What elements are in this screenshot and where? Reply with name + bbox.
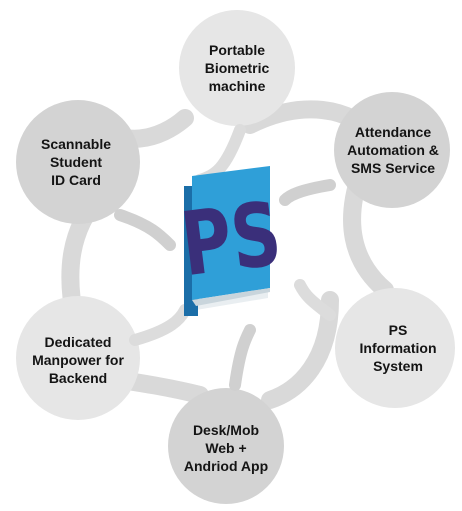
node-6-line-1: Scannable (40, 136, 112, 152)
book-logo-text: PS (176, 182, 287, 296)
node-5-line-1: Dedicated (44, 334, 112, 350)
node-circle-1 (179, 10, 295, 126)
book-logo: PS (176, 166, 287, 316)
node-4-line-1: Desk/Mob (192, 422, 260, 438)
swirl-tail-2 (279, 179, 336, 206)
node-1-line-3: machine (208, 78, 266, 94)
swirl-tail-5 (129, 304, 191, 346)
node-3-line-3: System (373, 358, 423, 374)
node-label-portable-biometric: Portable Biometric machine (177, 41, 297, 95)
swirl-tail-4 (229, 324, 256, 391)
node-6-line-2: Student (49, 154, 103, 170)
node-circle-5 (16, 296, 140, 420)
node-3-line-1: PS (388, 322, 408, 338)
swirl-tails (114, 124, 336, 391)
node-label-scannable-id-card: Scannable Student ID Card (16, 135, 136, 189)
node-1-line-1: Portable (208, 42, 265, 58)
swirl-tail-6 (114, 209, 176, 251)
node-circle-2 (334, 92, 450, 208)
node-2-line-3: SMS Service (350, 160, 436, 176)
node-circle-3 (335, 288, 455, 408)
node-circle-6 (16, 100, 140, 224)
node-label-dedicated-manpower: Dedicated Manpower for Backend (18, 333, 138, 387)
node-2-line-1: Attendance (354, 124, 432, 140)
node-2-line-2: Automation & (347, 142, 439, 158)
swirl-tail-3 (294, 279, 336, 321)
node-5-line-2: Manpower for (32, 352, 124, 368)
node-4-line-2: Web + (205, 440, 247, 456)
node-label-information-system: PS Information System (338, 321, 458, 375)
node-5-line-3: Backend (48, 370, 108, 386)
node-1-line-2: Biometric (204, 60, 270, 76)
node-4-line-3: Andriod App (183, 458, 269, 474)
book-cover (192, 166, 270, 300)
node-circles (16, 10, 455, 504)
node-circle-4 (168, 388, 284, 504)
node-label-attendance-automation: Attendance Automation & SMS Service (333, 123, 453, 177)
node-label-desk-mob-app: Desk/Mob Web + Andriod App (166, 421, 286, 475)
book-cover-edge (192, 288, 270, 306)
node-3-line-2: Information (359, 340, 437, 356)
node-6-line-3: ID Card (51, 172, 101, 188)
